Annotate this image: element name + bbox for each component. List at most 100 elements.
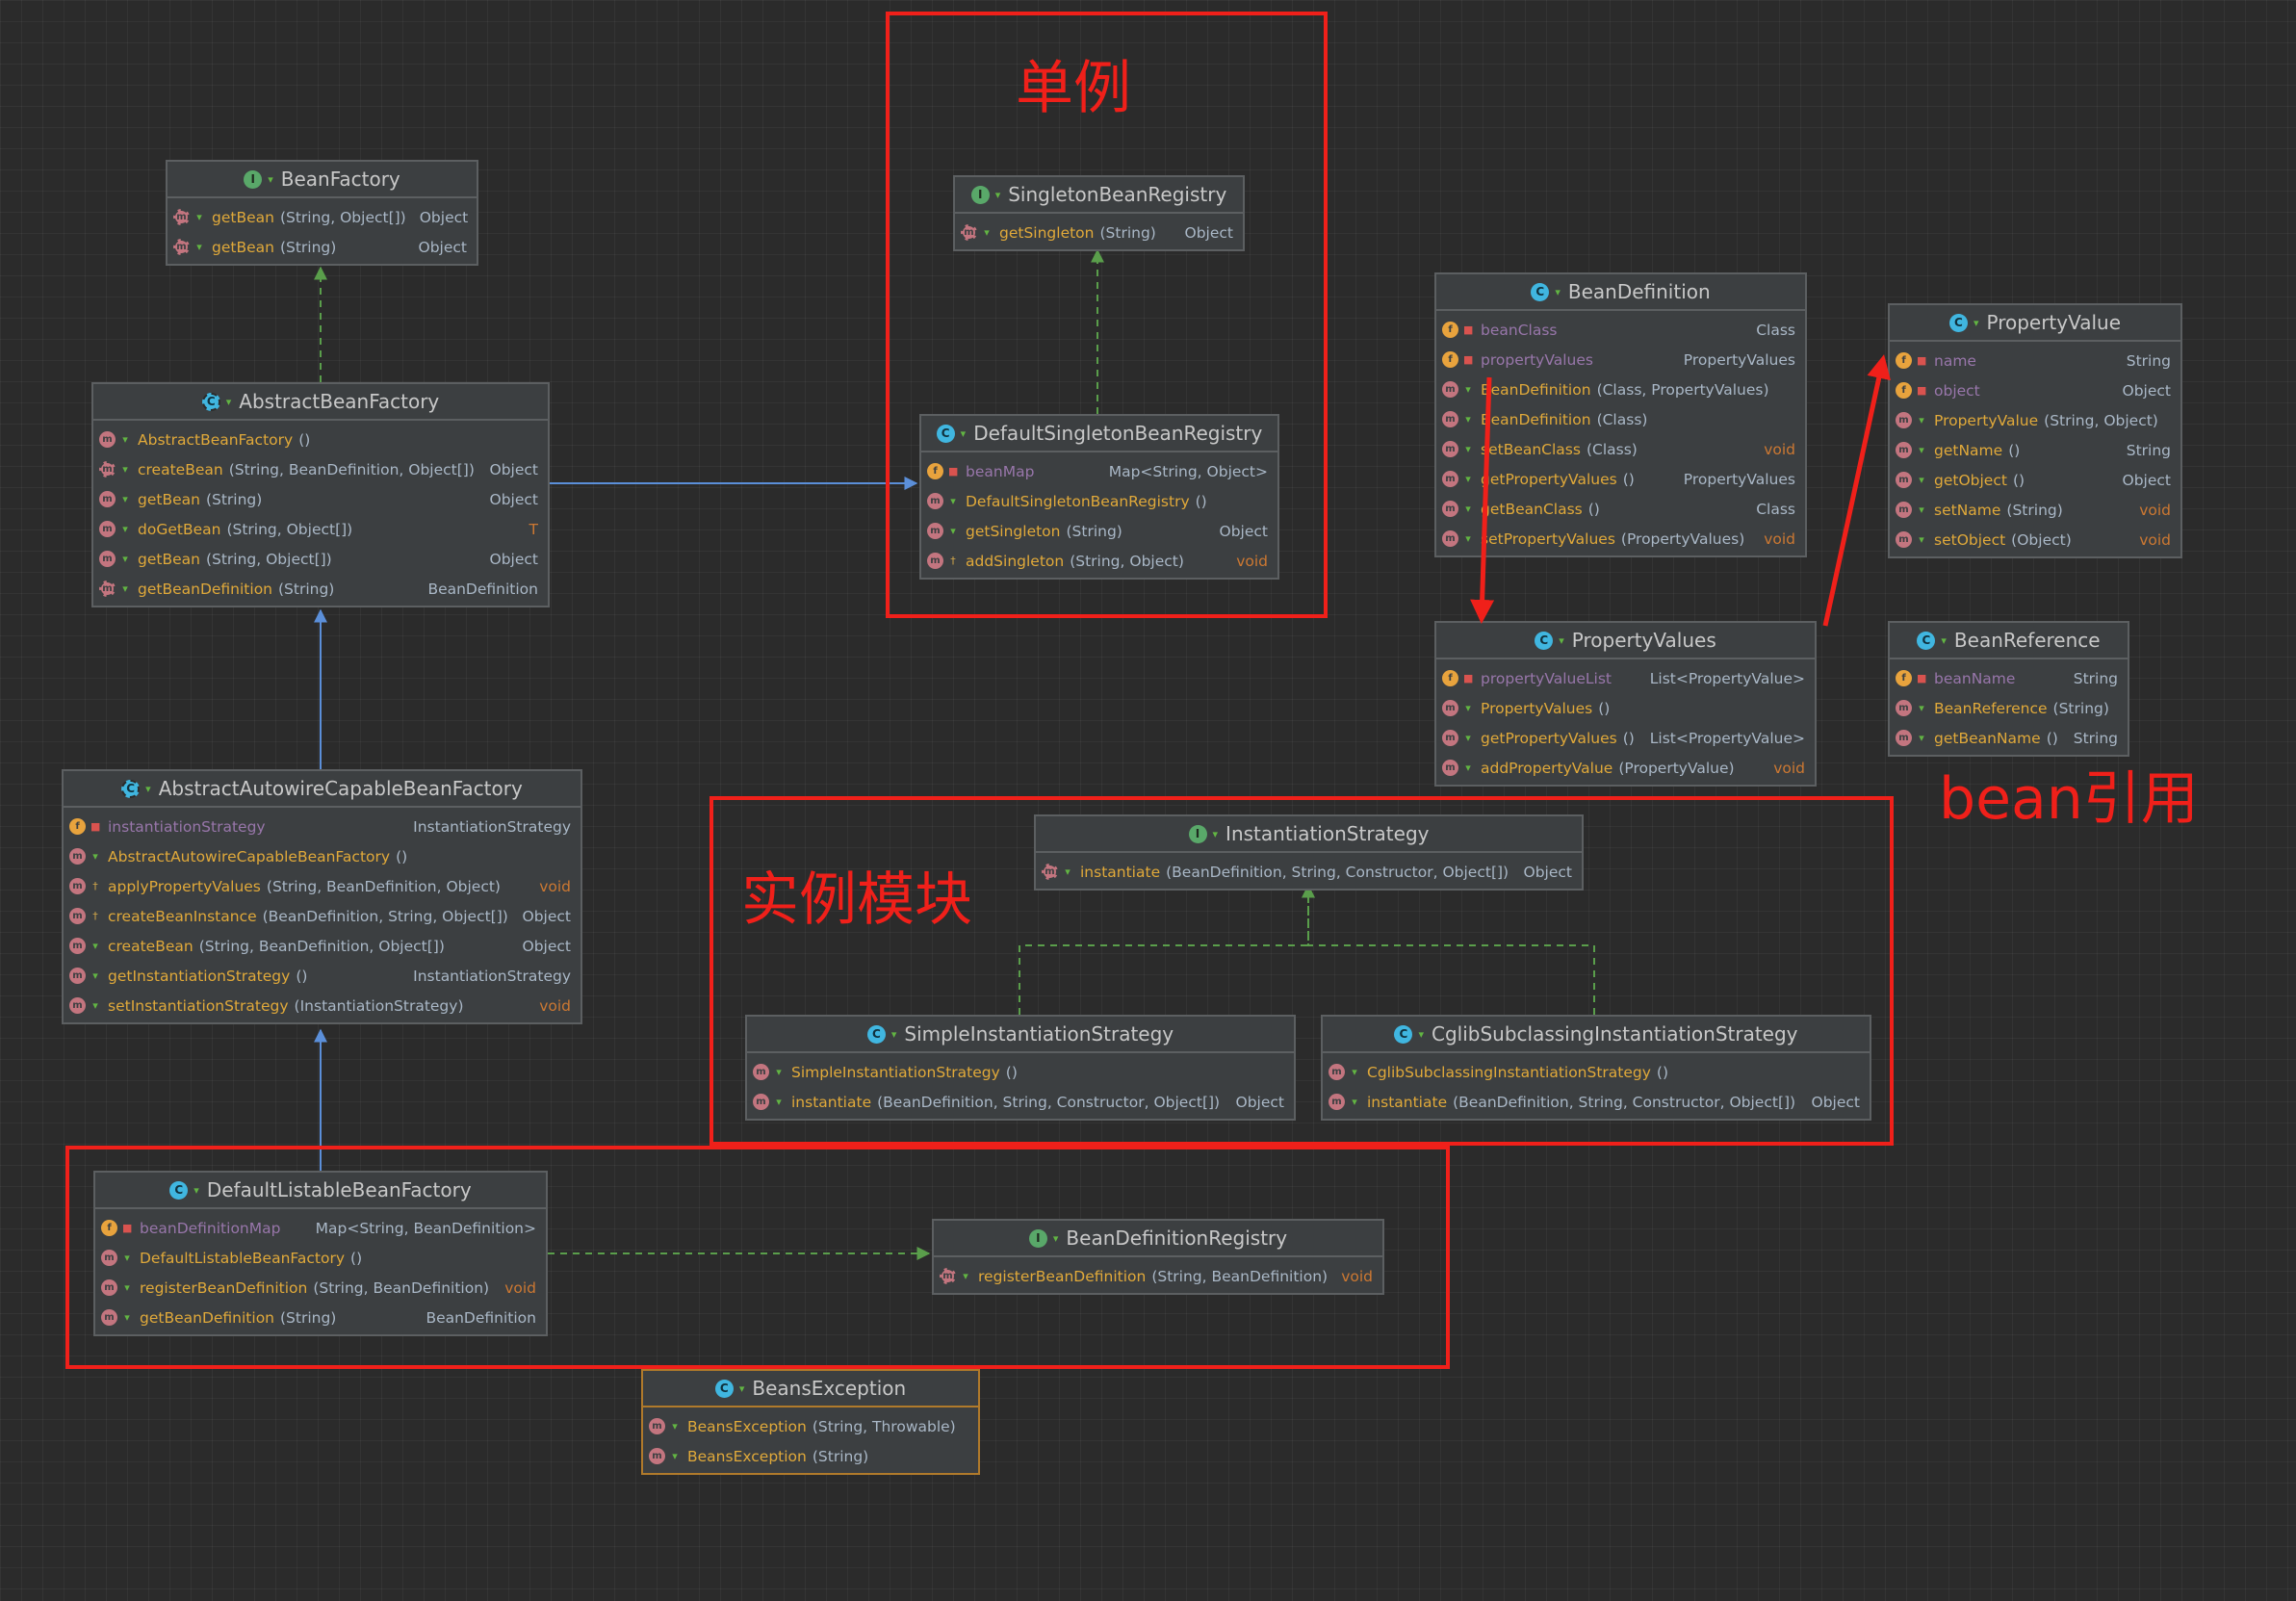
method-row[interactable]: m▾DefaultSingletonBeanRegistry() (921, 486, 1277, 516)
method-row[interactable]: m▾instantiate(BeanDefinition, String, Co… (747, 1087, 1294, 1117)
class-node-simpleinstantiationstrategy[interactable]: C▾SimpleInstantiationStrategy m▾SimpleIns… (745, 1015, 1296, 1121)
class-header[interactable]: C▾BeanReference (1890, 623, 2128, 659)
member-name: instantiate (791, 1093, 872, 1111)
method-row[interactable]: m▾getName()String (1890, 435, 2180, 465)
private-visibility-icon: ■ (1917, 672, 1927, 684)
class-header[interactable]: I▾SingletonBeanRegistry (955, 177, 1243, 214)
class-header[interactable]: I▾InstantiationStrategy (1036, 816, 1582, 853)
class-header[interactable]: I▾BeanDefinitionRegistry (934, 1221, 1382, 1257)
method-row[interactable]: m▾PropertyValues() (1436, 693, 1815, 723)
method-row[interactable]: m▾getBean(String)Object (93, 484, 548, 514)
method-row[interactable]: m▾getSingleton(String)Object (955, 218, 1243, 247)
method-row[interactable]: m▾SimpleInstantiationStrategy() (747, 1057, 1294, 1087)
method-row[interactable]: m▾setObject(Object)void (1890, 525, 2180, 555)
class-node-beandefinitionregistry[interactable]: I▾BeanDefinitionRegistry m▾registerBeanDe… (932, 1219, 1384, 1295)
method-row[interactable]: m▾instantiate(BeanDefinition, String, Co… (1323, 1087, 1870, 1117)
method-row[interactable]: m▾registerBeanDefinition(String, BeanDef… (934, 1261, 1382, 1291)
method-row[interactable]: m▾getPropertyValues()PropertyValues (1436, 464, 1805, 494)
class-icon: C (1917, 631, 1936, 650)
exception-icon: C (714, 1379, 734, 1398)
method-row[interactable]: m▾getBeanClass()Class (1436, 494, 1805, 524)
member-name: getInstantiationStrategy (108, 967, 291, 985)
method-row[interactable]: m▾setInstantiationStrategy(Instantiation… (64, 991, 580, 1020)
class-header[interactable]: C▾DefaultListableBeanFactory (95, 1173, 546, 1209)
class-header[interactable]: C▾AbstractAutowireCapableBeanFactory (64, 771, 580, 808)
method-row[interactable]: m†createBeanInstance(BeanDefinition, Str… (64, 901, 580, 931)
method-row[interactable]: m▾getBean(String)Object (168, 232, 477, 262)
method-row[interactable]: m▾BeansException(String) (643, 1441, 978, 1471)
class-node-instantiationstrategy[interactable]: I▾InstantiationStrategy m▾instantiate(Bea… (1034, 814, 1584, 891)
method-row[interactable]: m▾createBean(String, BeanDefinition, Obj… (64, 931, 580, 961)
method-row[interactable]: m▾instantiate(BeanDefinition, String, Co… (1036, 857, 1582, 887)
member-name: AbstractBeanFactory (138, 430, 294, 449)
class-header[interactable]: C▾PropertyValues (1436, 623, 1815, 659)
private-visibility-icon: ■ (122, 1222, 133, 1234)
method-row[interactable]: m▾getObject()Object (1890, 465, 2180, 495)
class-node-abstractautowirecapablebeanfactory[interactable]: C▾AbstractAutowireCapableBeanFactory f■in… (62, 769, 582, 1024)
method-row[interactable]: m†addSingleton(String, Object)void (921, 546, 1277, 576)
abstract-method-icon: m (173, 209, 190, 225)
class-header[interactable]: C▾SimpleInstantiationStrategy (747, 1017, 1294, 1053)
method-row[interactable]: m▾CglibSubclassingInstantiationStrategy(… (1323, 1057, 1870, 1087)
method-row[interactable]: m▾setName(String)void (1890, 495, 2180, 525)
public-visibility-icon: ▾ (122, 433, 128, 446)
method-icon: m (69, 938, 86, 954)
class-header[interactable]: C▾AbstractBeanFactory (93, 384, 548, 421)
member-list: m▾BeansException(String, Throwable)m▾Bea… (643, 1407, 978, 1473)
member-params: () (396, 847, 408, 865)
method-row[interactable]: m▾BeanReference(String) (1890, 693, 2128, 723)
method-row[interactable]: m▾DefaultListableBeanFactory() (95, 1243, 546, 1273)
method-row[interactable]: m▾registerBeanDefinition(String, BeanDef… (95, 1273, 546, 1303)
method-row[interactable]: m▾getBeanDefinition(String)BeanDefinitio… (95, 1303, 546, 1332)
class-node-defaultlistablebeanfactory[interactable]: C▾DefaultListableBeanFactory f■beanDefini… (93, 1171, 548, 1336)
method-row[interactable]: m†applyPropertyValues(String, BeanDefini… (64, 871, 580, 901)
method-row[interactable]: m▾BeanDefinition(Class, PropertyValues) (1436, 374, 1805, 404)
class-header[interactable]: C▾PropertyValue (1890, 305, 2180, 342)
method-row[interactable]: m▾setPropertyValues(PropertyValues)void (1436, 524, 1805, 554)
class-node-beanfactory[interactable]: I▾BeanFactory m▾getBean(String, Object[])… (166, 160, 478, 266)
class-node-cglibsubclassinginstantiationstrategy[interactable]: C▾CglibSubclassingInstantiationStrategy m… (1321, 1015, 1871, 1121)
method-row[interactable]: m▾setBeanClass(Class)void (1436, 434, 1805, 464)
method-row[interactable]: m▾createBean(String, BeanDefinition, Obj… (93, 454, 548, 484)
method-row[interactable]: m▾getSingleton(String)Object (921, 516, 1277, 546)
method-row[interactable]: m▾getBeanDefinition(String)BeanDefinitio… (93, 574, 548, 604)
method-row[interactable]: m▾doGetBean(String, Object[])T (93, 514, 548, 544)
class-node-singletonbeanregistry[interactable]: I▾SingletonBeanRegistry m▾getSingleton(St… (953, 175, 1245, 251)
class-header[interactable]: I▾BeanFactory (168, 162, 477, 198)
member-params: (String, Object[]) (279, 208, 406, 226)
class-header[interactable]: C▾BeansException (643, 1371, 978, 1407)
method-row[interactable]: m▾getBean(String, Object[])Object (168, 202, 477, 232)
member-params: (String) (205, 490, 263, 508)
method-row[interactable]: m▾getBeanName()String (1890, 723, 2128, 753)
method-row[interactable]: m▾AbstractAutowireCapableBeanFactory() (64, 841, 580, 871)
method-row[interactable]: m▾PropertyValue(String, Object) (1890, 405, 2180, 435)
method-row[interactable]: m▾addPropertyValue(PropertyValue)void (1436, 753, 1815, 783)
method-row[interactable]: m▾AbstractBeanFactory() (93, 425, 548, 454)
method-row[interactable]: m▾getPropertyValues()List<PropertyValue> (1436, 723, 1815, 753)
method-row[interactable]: m▾BeanDefinition(Class) (1436, 404, 1805, 434)
public-visibility-icon: ▾ (738, 1382, 745, 1395)
method-row[interactable]: m▾getBean(String, Object[])Object (93, 544, 548, 574)
class-header[interactable]: C▾DefaultSingletonBeanRegistry (921, 416, 1277, 452)
class-header[interactable]: C▾CglibSubclassingInstantiationStrategy (1323, 1017, 1870, 1053)
class-name: PropertyValues (1571, 629, 1716, 652)
class-header[interactable]: C▾BeanDefinition (1436, 274, 1805, 311)
method-row[interactable]: m▾getInstantiationStrategy()Instantiatio… (64, 961, 580, 991)
method-row[interactable]: m▾BeansException(String, Throwable) (643, 1411, 978, 1441)
